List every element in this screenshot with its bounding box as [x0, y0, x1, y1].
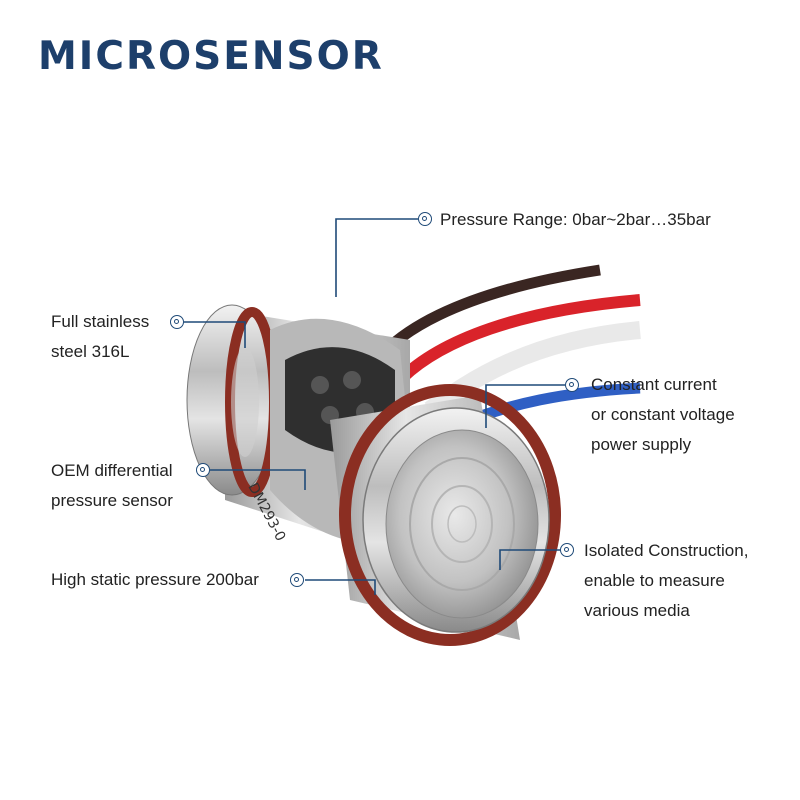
marker-power — [565, 378, 579, 392]
leader-material — [184, 321, 246, 348]
marker-pressure-range — [418, 212, 432, 226]
callout-power: Constant current or constant voltage pow… — [591, 375, 735, 454]
marker-material — [170, 315, 184, 329]
wire-red — [395, 294, 641, 385]
callout-material: Full stainless steel 316L — [51, 312, 150, 361]
callout-static-pressure: High static pressure 200bar — [51, 570, 259, 589]
leader-pressure-range — [335, 218, 418, 297]
marker-sensor-type — [196, 463, 210, 477]
isolating-diaphragm — [385, 429, 539, 619]
callout-pressure-range: Pressure Range: 0bar~2bar…35bar — [440, 210, 711, 229]
wire-white — [424, 321, 641, 418]
brand-logo: MICROSENSOR — [38, 34, 384, 79]
leader-sensor-type — [210, 469, 306, 490]
callout-isolated: Isolated Construction, enable to measure… — [584, 541, 749, 620]
callout-sensor-type: OEM differential pressure sensor — [51, 461, 173, 510]
marker-static-pressure — [290, 573, 304, 587]
front-o-ring — [339, 384, 561, 646]
front-housing — [330, 384, 561, 646]
leader-lines — [184, 218, 565, 595]
leader-power — [485, 384, 565, 428]
leader-static-pressure — [305, 579, 376, 595]
leader-isolated — [499, 549, 560, 570]
marker-isolated — [560, 543, 574, 557]
